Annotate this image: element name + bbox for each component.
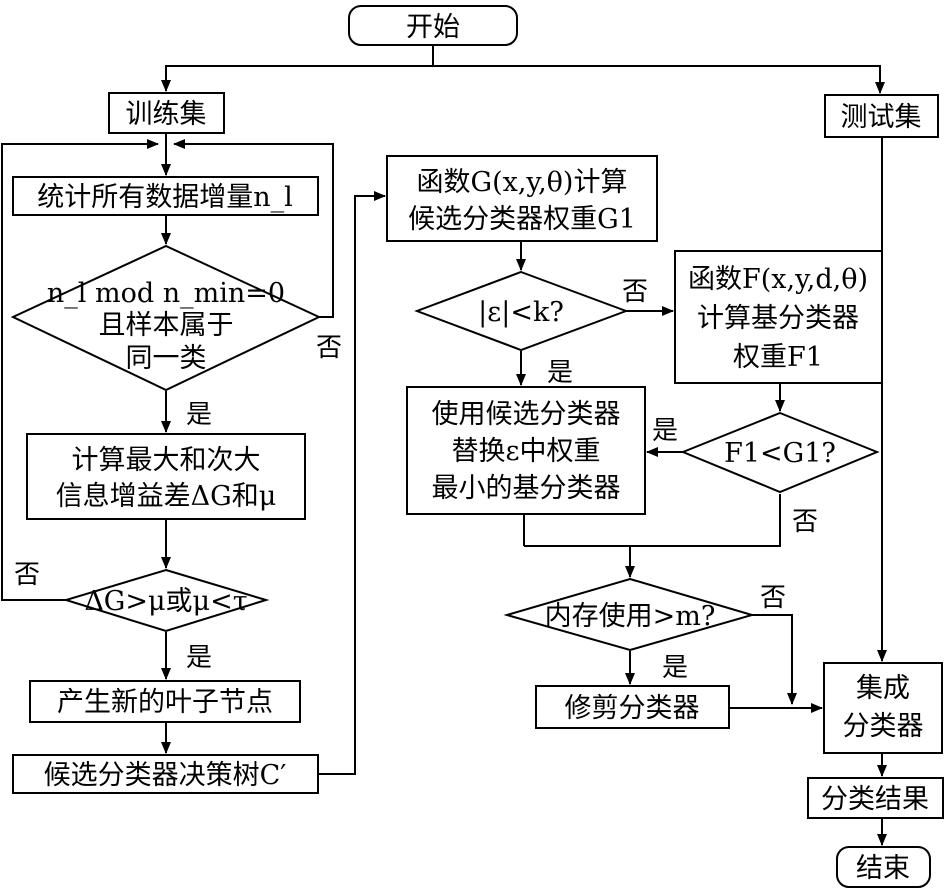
result-label: 分类结果	[821, 784, 929, 815]
replace-node	[406, 386, 646, 515]
func-g-line1: 函数G(x,y,θ)计算	[417, 167, 628, 198]
edge-candidate-funcg	[318, 191, 386, 775]
eps-no-label: 否	[622, 277, 648, 307]
edges	[1, 45, 887, 846]
test-set-label: 测试集	[841, 102, 922, 133]
f-yes-label: 是	[652, 416, 678, 446]
train-set-label: 训练集	[126, 99, 207, 130]
ensemble-line1: 集成	[856, 673, 910, 704]
eps-check-node	[414, 270, 629, 352]
edge-gaincheck-no	[1, 139, 159, 601]
mem-yes-label: 是	[662, 653, 688, 683]
ensemble-node	[823, 662, 943, 754]
compute-gain-node	[26, 433, 306, 520]
f-check-label: F1<G1?	[724, 438, 836, 469]
gain-yes-label: 是	[186, 643, 212, 673]
ensemble-line2: 分类器	[843, 711, 924, 742]
mod-check-node	[10, 244, 322, 392]
func-f-line3: 权重F1	[733, 342, 823, 373]
edge-split-train	[161, 65, 433, 92]
func-f-node	[674, 250, 883, 384]
new-leaf-label: 产生新的叶子节点	[57, 687, 273, 718]
result-node	[807, 777, 944, 819]
f-no-label: 否	[792, 507, 818, 537]
compute-gain-line2: 信息增益差ΔG和μ	[56, 481, 277, 512]
f-check-node	[680, 411, 880, 494]
gain-check-label: ΔG>μ或μ<τ	[84, 586, 247, 617]
end-node	[836, 846, 931, 888]
mod-check-line2: 且样本属于	[99, 310, 234, 341]
func-f-line1: 函数F(x,y,d,θ)	[688, 264, 868, 295]
gain-check-node	[62, 568, 270, 633]
replace-line3: 最小的基分类器	[432, 473, 621, 504]
func-g-node	[386, 155, 658, 242]
compute-gain-line1: 计算最大和次大	[72, 445, 261, 476]
new-leaf-node	[29, 680, 301, 723]
mod-check-line1: n_l mod n_min=0	[47, 278, 285, 309]
start-label: 开始	[406, 12, 460, 43]
candidate-tree-label: 候选分类器决策树C′	[44, 760, 287, 791]
replace-line2: 替换ε中权重	[452, 436, 601, 467]
gain-no-label: 否	[14, 560, 40, 590]
test-set-node	[824, 94, 939, 138]
eps-check-label: |ε|<k?	[478, 297, 564, 328]
prune-node	[535, 685, 730, 729]
edge-fcheck-no	[524, 494, 781, 547]
mod-yes-label: 是	[186, 400, 212, 430]
func-g-line2: 候选分类器权重G1	[408, 204, 636, 235]
mod-check-line3: 同一类	[126, 343, 207, 374]
replace-line1: 使用候选分类器	[432, 399, 621, 430]
candidate-tree-node	[12, 754, 319, 794]
edge-modcheck-no	[173, 139, 334, 318]
start-node	[348, 5, 518, 46]
edge-split-test	[433, 65, 885, 94]
memory-check-node	[503, 577, 756, 652]
func-f-line2: 计算基分类器	[697, 303, 859, 334]
count-increment-node	[12, 176, 319, 216]
edge-memcheck-no	[752, 614, 797, 705]
eps-yes-label: 是	[547, 358, 573, 388]
end-label: 结束	[856, 853, 910, 884]
memory-check-label: 内存使用>m?	[545, 601, 716, 632]
count-increment-label: 统计所有数据增量n_l	[37, 182, 293, 213]
nodes: 开始 训练集 测试集 统计所有数据增量n_l n_l mod n_min=0 且…	[10, 5, 944, 888]
train-set-node	[108, 92, 225, 134]
mod-no-label: 否	[316, 333, 342, 363]
mem-no-label: 否	[760, 583, 786, 613]
prune-label: 修剪分类器	[565, 693, 700, 724]
edge-labels: 否 是 否 是 否 是 是 否 否 是	[14, 277, 818, 683]
